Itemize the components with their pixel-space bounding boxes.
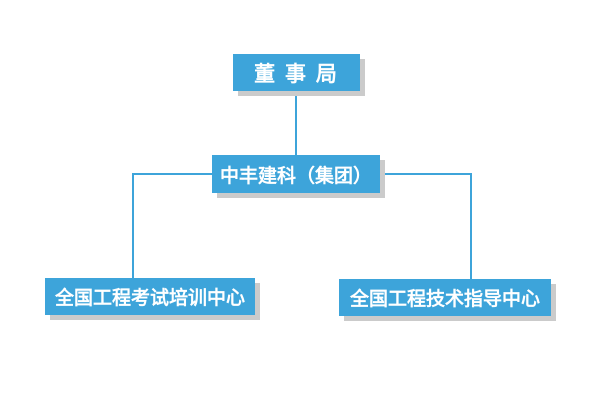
org-node-training-center: 全国工程考试培训中心 <box>45 278 255 315</box>
org-node-training-center-label: 全国工程考试培训中心 <box>54 288 245 309</box>
connector-group-to-guidance-horizontal <box>380 173 471 175</box>
org-node-group: 中丰建科（集团） <box>212 155 380 193</box>
org-node-board: 董 事 局 <box>233 54 360 91</box>
org-node-guidance-center: 全国工程技术指导中心 <box>339 279 551 316</box>
connector-group-to-training-vertical <box>132 173 134 278</box>
connector-group-to-training-horizontal <box>132 173 213 175</box>
org-node-guidance-center-label: 全国工程技术指导中心 <box>349 289 540 310</box>
org-node-group-label: 中丰建科（集团） <box>219 165 372 187</box>
connector-group-to-guidance-vertical <box>470 173 472 279</box>
connector-board-to-group <box>295 91 297 155</box>
org-node-board-label: 董 事 局 <box>254 62 339 86</box>
